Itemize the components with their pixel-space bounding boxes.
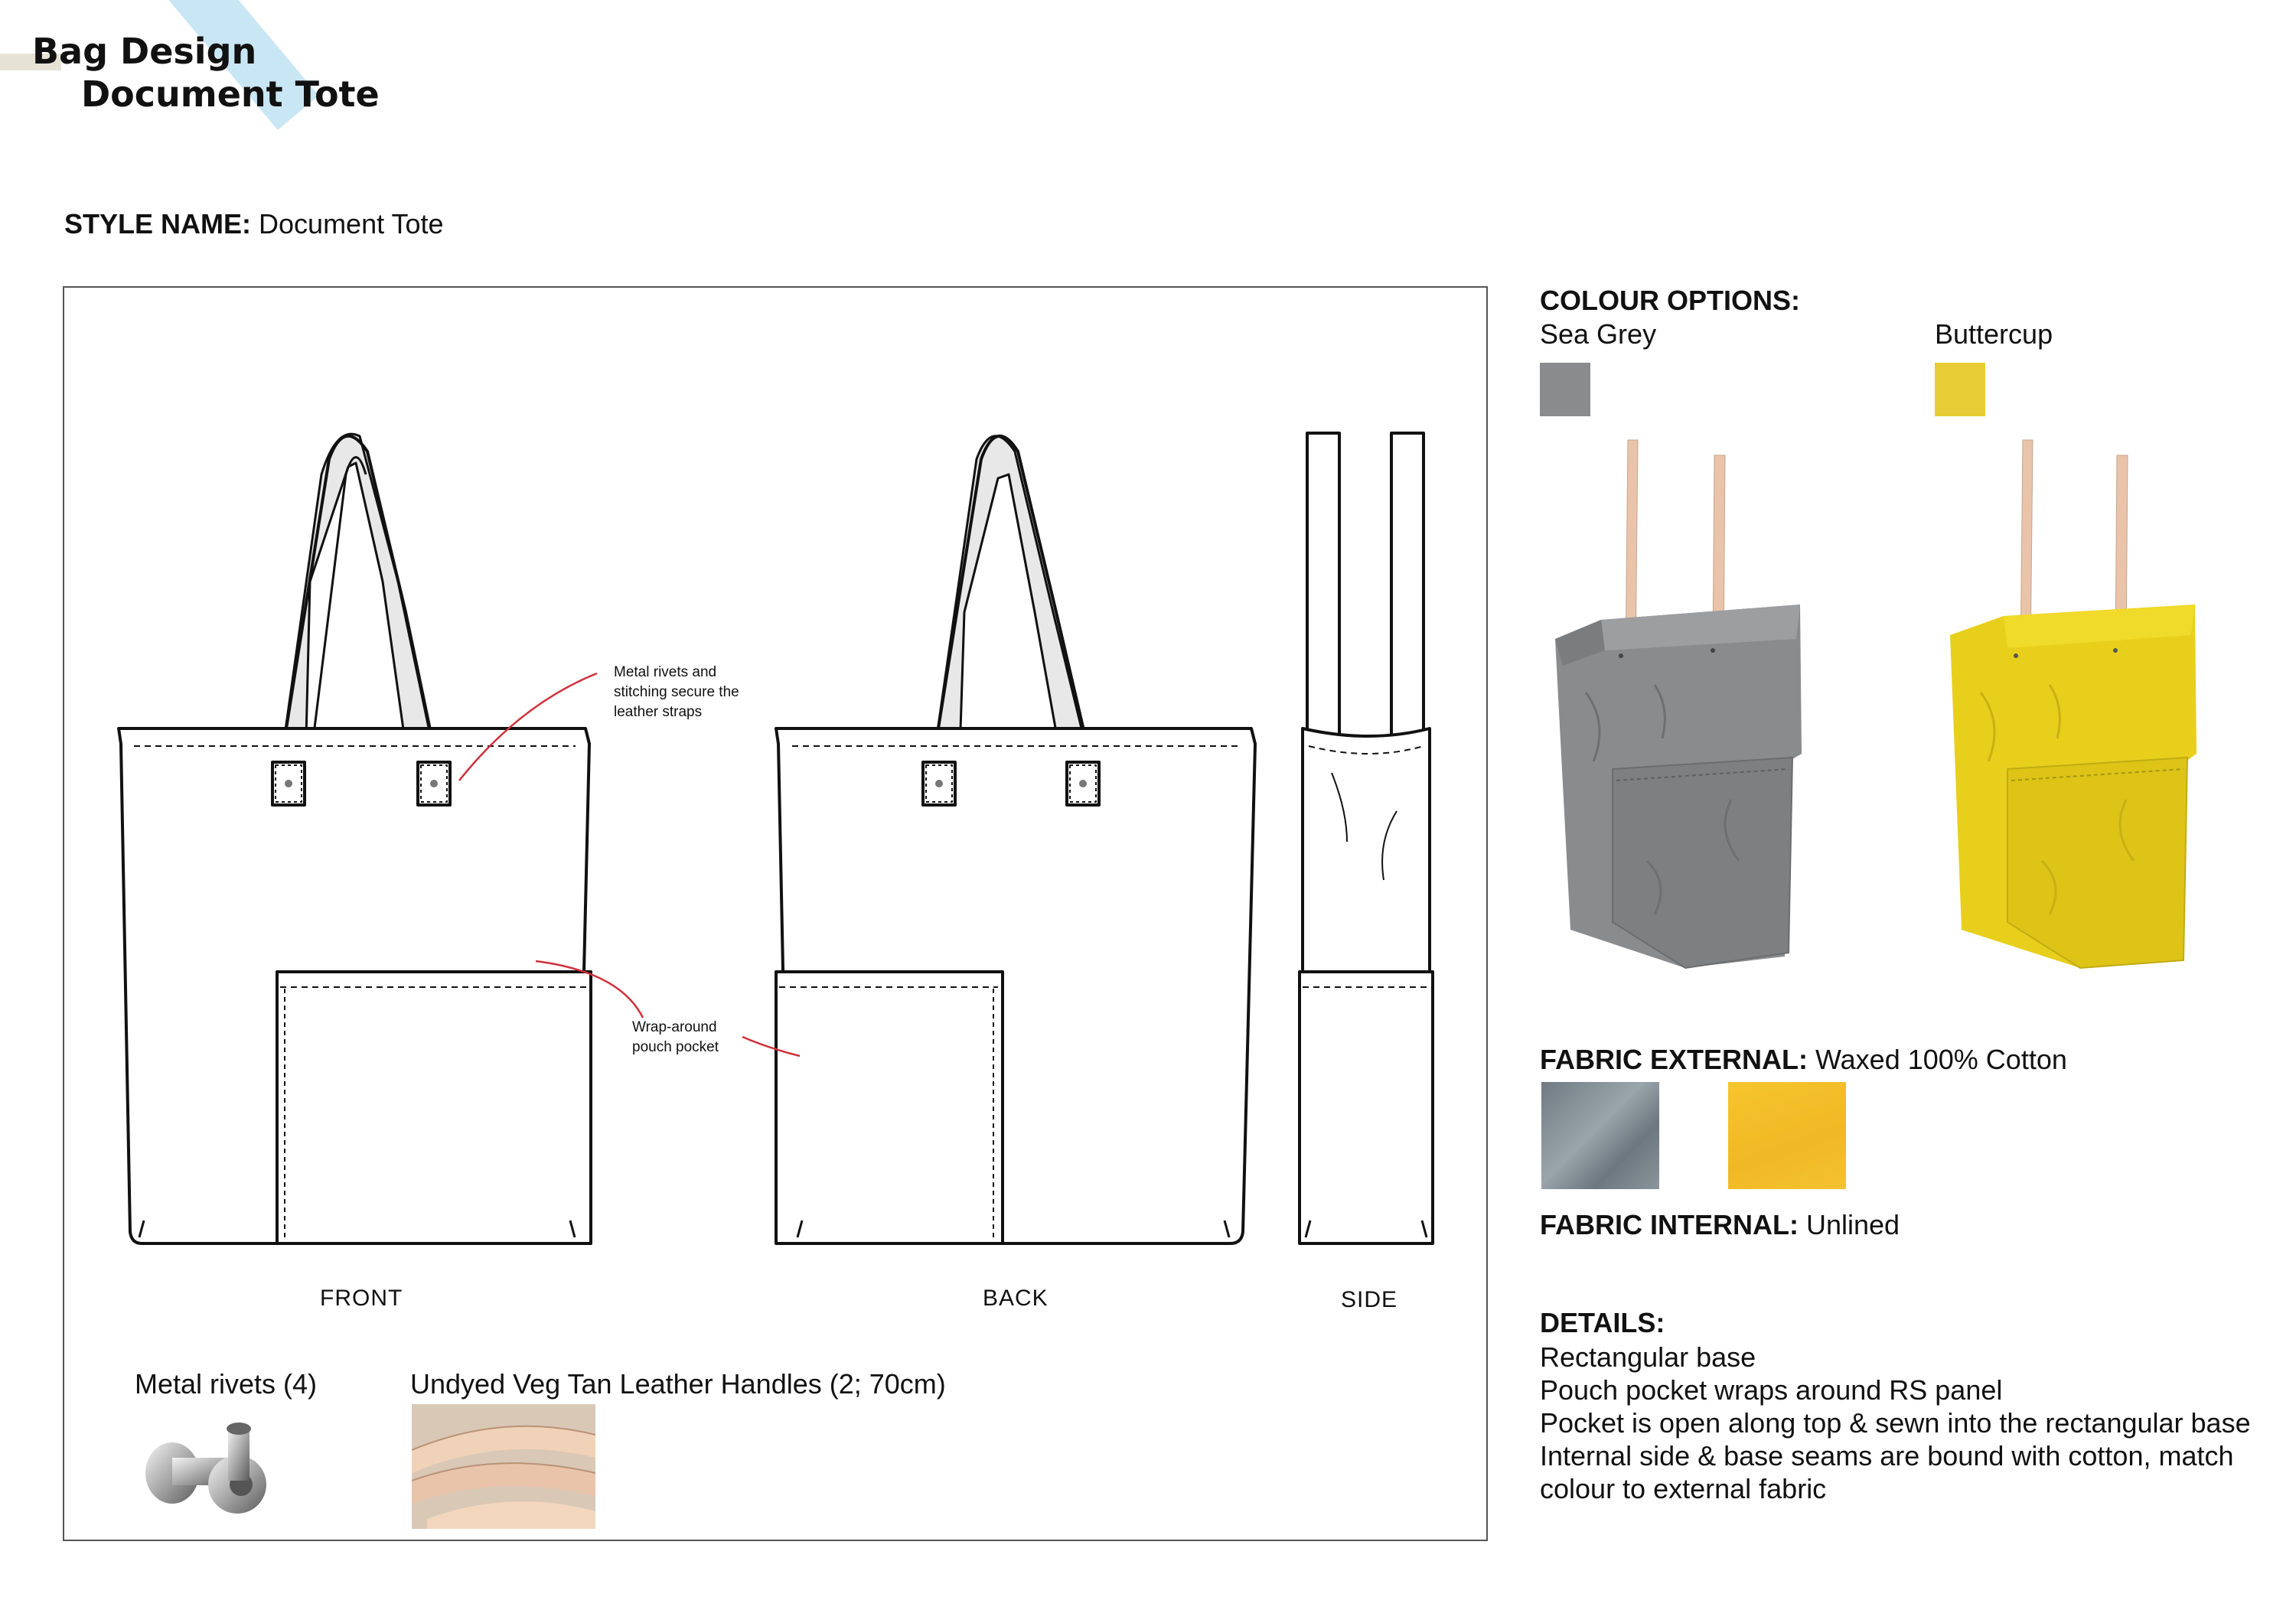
annotation-leaders: [458, 672, 801, 1058]
technical-flats-panel: [63, 286, 1488, 1541]
details-heading: DETAILS:: [1540, 1307, 1665, 1338]
fabric-external-value: Waxed 100% Cotton: [1815, 1044, 2067, 1075]
colour-swatch-buttercup: [1935, 363, 1985, 416]
fabric-swatch-grey: [1541, 1082, 1659, 1189]
style-name-label: STYLE NAME:: [64, 208, 252, 240]
back-view-label: BACK: [983, 1286, 1049, 1311]
details-list: Rectangular base Pouch pocket wraps arou…: [1540, 1341, 2275, 1505]
details-line: Internal side & base seams are bound wit…: [1540, 1440, 2234, 1471]
back-view: [775, 435, 1257, 1245]
fabric-internal: FABRIC INTERNAL: Unlined: [1540, 1209, 1900, 1241]
fabric-external: FABRIC EXTERNAL: Waxed 100% Cotton: [1540, 1044, 2067, 1076]
front-view: [117, 432, 592, 1245]
rivet-image: [145, 1423, 266, 1514]
page-title-line1: Bag Design: [32, 31, 257, 72]
annotation-rivets: Metal rivets and stitching secure the le…: [614, 663, 767, 722]
details-line: colour to external fabric: [1540, 1473, 1827, 1504]
leather-handles-image: [412, 1404, 595, 1529]
colour-options-heading: COLOUR OPTIONS:: [1540, 285, 1800, 316]
colour-option-name-buttercup: Buttercup: [1935, 318, 2053, 350]
handles-trim-label: Undyed Veg Tan Leather Handles (2; 70cm): [410, 1368, 946, 1400]
page-title-line2: Document Tote: [81, 73, 380, 115]
side-view-label: SIDE: [1341, 1287, 1398, 1312]
details-line: Rectangular base: [1540, 1341, 1756, 1373]
style-name: STYLE NAME: Document Tote: [64, 208, 444, 240]
header-accent-bar: [0, 54, 61, 70]
fabric-internal-label: FABRIC INTERNAL:: [1540, 1209, 1799, 1240]
bag-render-buttercup: [1950, 439, 2197, 970]
side-view: [1298, 432, 1434, 1245]
annotation-rivets-line: stitching secure the: [614, 684, 739, 700]
annotation-pocket: Wrap-around pouch pocket: [632, 1018, 785, 1058]
annotation-rivets-line: leather straps: [614, 704, 703, 720]
style-name-value: Document Tote: [259, 208, 444, 240]
annotation-pocket-line: pouch pocket: [632, 1039, 719, 1055]
fabric-swatch-yellow: [1728, 1082, 1846, 1189]
details-line: Pouch pocket wraps around RS panel: [1540, 1374, 2003, 1406]
front-view-label: FRONT: [320, 1286, 403, 1311]
colour-option-name-sea-grey: Sea Grey: [1540, 318, 1657, 350]
annotation-rivets-line: Metal rivets and: [614, 664, 717, 680]
rivets-trim-label: Metal rivets (4): [135, 1368, 318, 1400]
details-line: Pocket is open along top & sewn into the…: [1540, 1407, 2251, 1439]
fabric-internal-value: Unlined: [1806, 1209, 1900, 1240]
bag-render-sea-grey: [1555, 439, 1802, 970]
annotation-pocket-line: Wrap-around: [632, 1019, 717, 1035]
colour-swatch-sea-grey: [1540, 363, 1590, 416]
fabric-external-label: FABRIC EXTERNAL:: [1540, 1044, 1808, 1075]
